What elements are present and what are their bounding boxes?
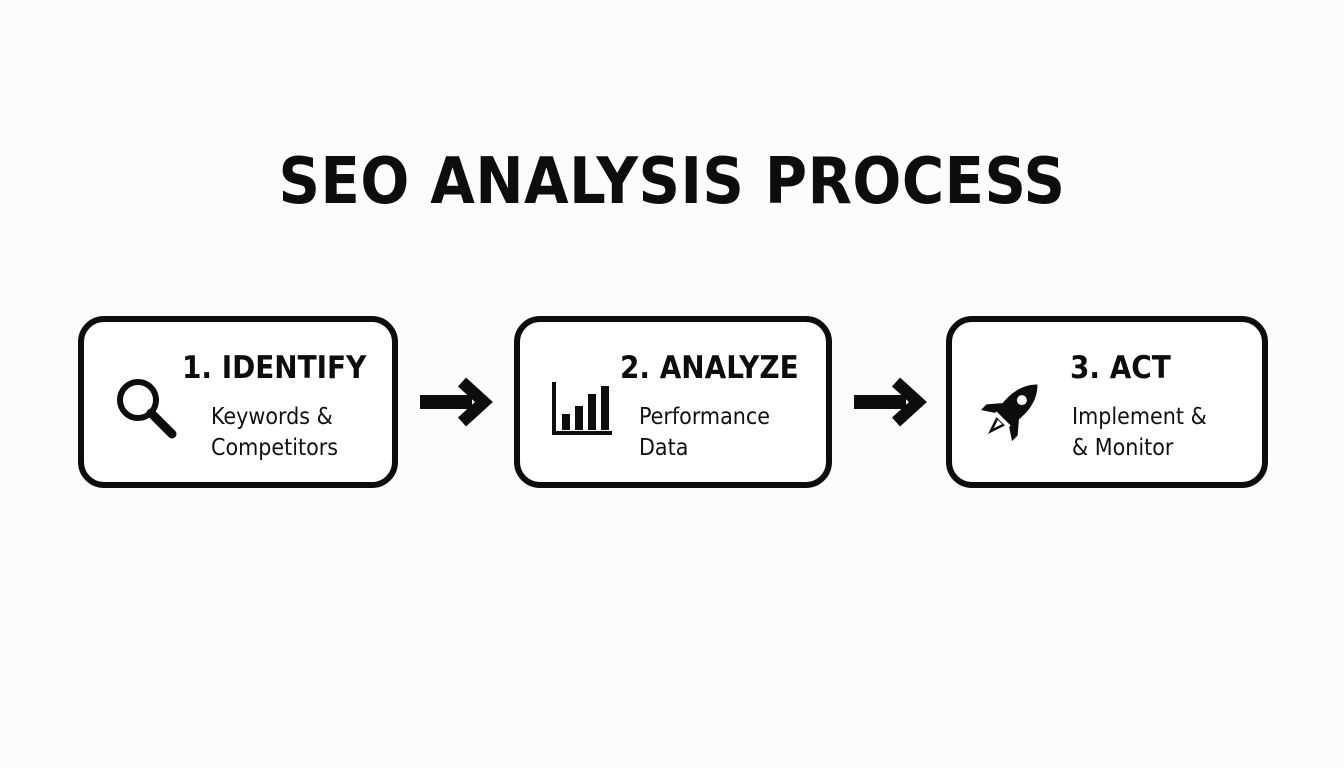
step-description-line: Competitors — [211, 435, 339, 461]
step-heading: 2. ANALYZE — [620, 350, 799, 386]
step-description: Performance Data — [639, 402, 770, 464]
step-description: Implement & & Monitor — [1072, 402, 1207, 464]
step-description-line: Implement & — [1072, 404, 1207, 430]
step-description-line: Keywords & — [211, 404, 333, 430]
step-identify-box: 1. IDENTIFY Keywords & Competitors — [78, 316, 398, 488]
step-analyze-box: 2. ANALYZE Performance Data — [514, 316, 832, 488]
step-description-line: Data — [639, 435, 689, 461]
right-arrow-icon — [854, 377, 927, 427]
step-heading: 3. ACT — [1070, 350, 1171, 386]
magnifier-icon — [117, 379, 177, 439]
diagram-title: SEO ANALYSIS PROCESS — [278, 145, 1066, 219]
right-arrow-icon — [420, 377, 493, 427]
step-description-line: & Monitor — [1072, 435, 1174, 461]
bar-chart-icon — [552, 382, 612, 435]
step-act-box: 3. ACT Implement & & Monitor — [946, 316, 1268, 488]
step-description-line: Performance — [639, 404, 770, 430]
step-heading: 1. IDENTIFY — [182, 350, 367, 386]
step-description: Keywords & Competitors — [211, 402, 338, 464]
rocket-icon — [980, 384, 1038, 442]
